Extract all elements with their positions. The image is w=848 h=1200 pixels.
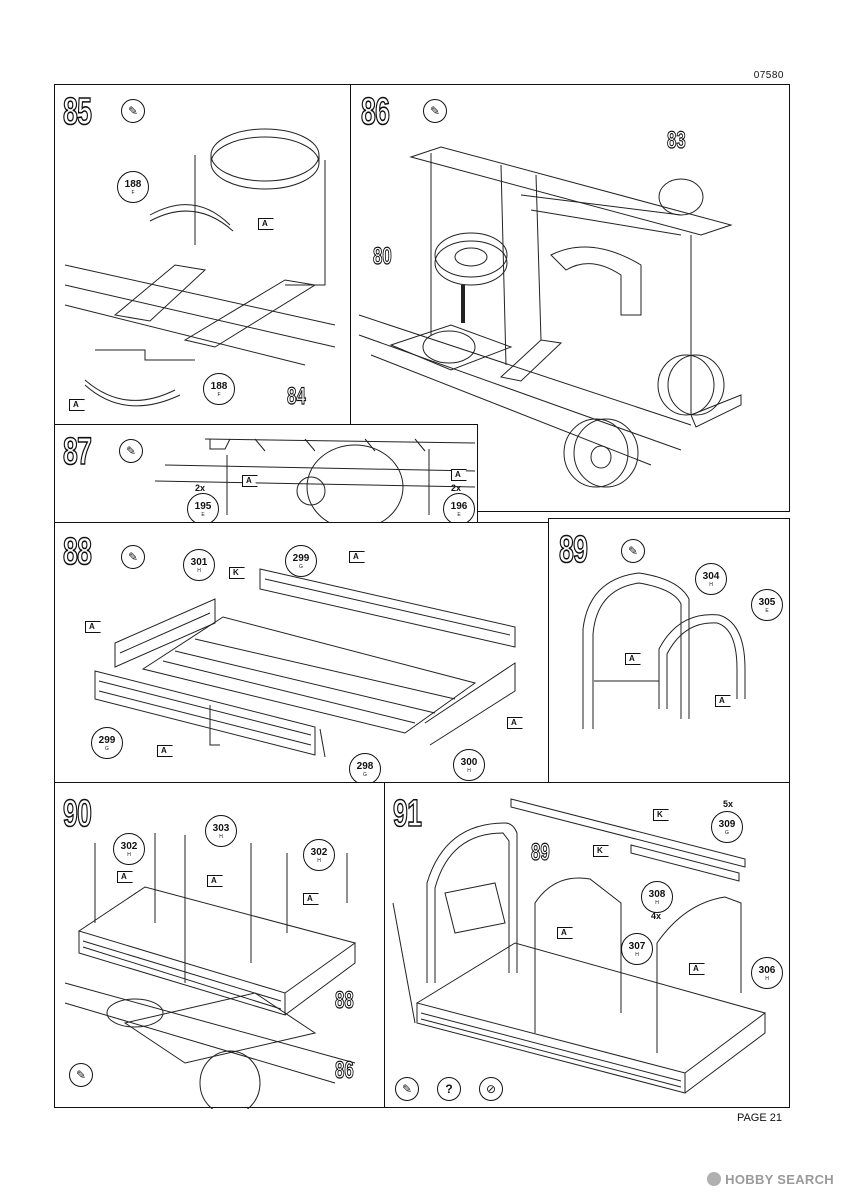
step-89-drawing bbox=[582, 572, 746, 729]
glue-tube-icon: ✎ bbox=[423, 99, 447, 123]
step-number: 85 bbox=[62, 91, 92, 133]
quantity-308: 4x bbox=[651, 911, 662, 921]
step-number: 88 bbox=[62, 531, 92, 573]
quantity-309: 5x bbox=[723, 799, 734, 809]
step-number: 89 bbox=[558, 529, 588, 571]
document-code: 07580 bbox=[753, 70, 784, 81]
page-number: PAGE 21 bbox=[736, 1112, 782, 1124]
step-ref-83: 83 bbox=[667, 127, 687, 154]
step-ref-86: 86 bbox=[335, 1057, 355, 1084]
step-86-drawing bbox=[358, 146, 742, 488]
step-number: 86 bbox=[360, 91, 390, 133]
step-90-drawing bbox=[64, 833, 357, 1109]
step-ref-89: 89 bbox=[531, 839, 551, 866]
glue-tube-icon: ✎ bbox=[621, 539, 645, 563]
step-ref-88: 88 bbox=[335, 987, 355, 1014]
flag-a-302-right: A bbox=[303, 893, 319, 905]
glue-tube-icon: ✎ bbox=[395, 1077, 419, 1101]
step-91-drawing bbox=[392, 798, 767, 1094]
quantity-195: 2x bbox=[195, 483, 206, 493]
quantity-196: 2x bbox=[451, 483, 462, 493]
flag-a-299: A bbox=[349, 551, 365, 563]
glue-tube-icon: ✎ bbox=[119, 439, 143, 463]
step-number: 90 bbox=[62, 793, 92, 835]
step-number: 91 bbox=[392, 793, 422, 835]
flag-k-309: K bbox=[653, 809, 669, 821]
step-number: 87 bbox=[62, 431, 92, 473]
flag-a-lower: A bbox=[69, 399, 85, 411]
watermark-logo-icon bbox=[707, 1172, 722, 1186]
glue-tube-icon: ✎ bbox=[121, 99, 145, 123]
step-ref-80: 80 bbox=[373, 243, 393, 270]
step-87-drawing bbox=[154, 438, 476, 525]
glue-tube-icon: ✎ bbox=[121, 545, 145, 569]
question-icon: ? bbox=[437, 1077, 461, 1101]
glue-tube-icon: ✎ bbox=[69, 1063, 93, 1087]
step-88-drawing bbox=[94, 568, 516, 758]
step-ref-84: 84 bbox=[287, 383, 307, 410]
watermark: HOBBY SEARCH bbox=[707, 1172, 834, 1187]
step-85-drawing bbox=[64, 128, 336, 407]
no-glue-icon: ⊘ bbox=[479, 1077, 503, 1101]
flag-a-301: A bbox=[85, 621, 101, 633]
